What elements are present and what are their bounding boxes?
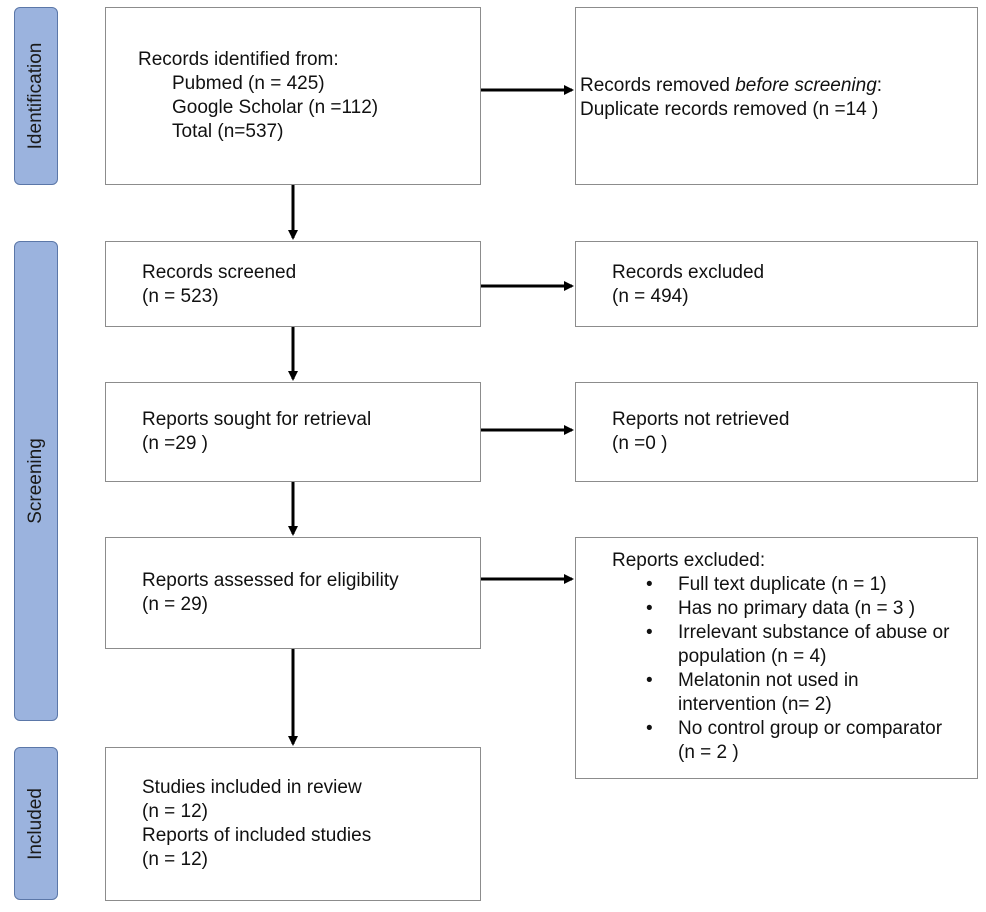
exclusion-reason: Irrelevant substance of abuse or populati…	[612, 621, 975, 669]
records-excluded-label: Records excluded	[612, 262, 765, 283]
records-screened-count: (n = 523)	[142, 286, 219, 307]
exclusion-reason-line1: Melatonin not used in	[678, 670, 859, 691]
reports-assessed-label: Reports assessed for eligibility	[142, 570, 399, 591]
reports-assessed-box: Reports assessed for eligibility (n = 29…	[105, 537, 481, 649]
exclusion-reasons-list: Full text duplicate (n = 1) Has no prima…	[612, 573, 975, 765]
exclusion-reason-line2: (n = 2 )	[678, 742, 739, 763]
phase-identification: Identification	[14, 7, 58, 185]
records-removed-suffix: :	[876, 75, 883, 96]
duplicate-records-count: Duplicate records removed (n =14 )	[580, 99, 879, 120]
exclusion-reason: Melatonin not used in intervention (n= 2)	[612, 669, 975, 717]
reports-excluded-heading: Reports excluded:	[612, 550, 766, 571]
records-removed-heading: Records removed before screening:	[580, 74, 882, 98]
reports-sought-count: (n =29 )	[142, 433, 209, 454]
total-count: Total (n=537)	[172, 121, 284, 142]
exclusion-reason-line2: population (n = 4)	[678, 646, 827, 667]
studies-included-label: Studies included in review	[142, 777, 362, 798]
records-removed-emphasis: before screening	[735, 75, 877, 96]
exclusion-reason-line1: Full text duplicate (n = 1)	[678, 574, 887, 595]
exclusion-reason-line2: intervention (n= 2)	[678, 694, 832, 715]
exclusion-reason: Has no primary data (n = 3 )	[612, 597, 975, 621]
records-removed-box: Records removed before screening: Duplic…	[575, 7, 978, 185]
records-excluded-count: (n = 494)	[612, 286, 689, 307]
phase-included: Included	[14, 747, 58, 900]
scholar-count: Google Scholar (n =112)	[172, 97, 379, 118]
records-identified-heading: Records identified from:	[138, 49, 339, 70]
exclusion-reason: Full text duplicate (n = 1)	[612, 573, 975, 597]
records-removed-prefix: Records removed	[580, 75, 736, 96]
exclusion-reason-line1: No control group or comparator	[678, 718, 943, 739]
exclusion-reason-line1: Has no primary data (n = 3 )	[678, 598, 916, 619]
reports-not-retrieved-label: Reports not retrieved	[612, 409, 790, 430]
reports-sought-label: Reports sought for retrieval	[142, 409, 372, 430]
exclusion-reason-line1: Irrelevant substance of abuse or	[678, 622, 950, 643]
records-screened-box: Records screened (n = 523)	[105, 241, 481, 327]
reports-assessed-count: (n = 29)	[142, 594, 209, 615]
phase-screening: Screening	[14, 241, 58, 721]
reports-included-count: (n = 12)	[142, 849, 209, 870]
reports-sought-box: Reports sought for retrieval (n =29 )	[105, 382, 481, 482]
records-identified-box: Records identified from: Pubmed (n = 425…	[105, 7, 481, 185]
records-screened-label: Records screened	[142, 262, 297, 283]
records-excluded-box: Records excluded (n = 494)	[575, 241, 978, 327]
reports-excluded-box: Reports excluded: Full text duplicate (n…	[575, 537, 978, 779]
exclusion-reason: No control group or comparator (n = 2 )	[612, 717, 975, 765]
pubmed-count: Pubmed (n = 425)	[172, 73, 325, 94]
reports-not-retrieved-box: Reports not retrieved (n =0 )	[575, 382, 978, 482]
studies-included-box: Studies included in review (n = 12) Repo…	[105, 747, 481, 901]
reports-not-retrieved-count: (n =0 )	[612, 433, 668, 454]
studies-included-count: (n = 12)	[142, 801, 209, 822]
reports-included-label: Reports of included studies	[142, 825, 372, 846]
